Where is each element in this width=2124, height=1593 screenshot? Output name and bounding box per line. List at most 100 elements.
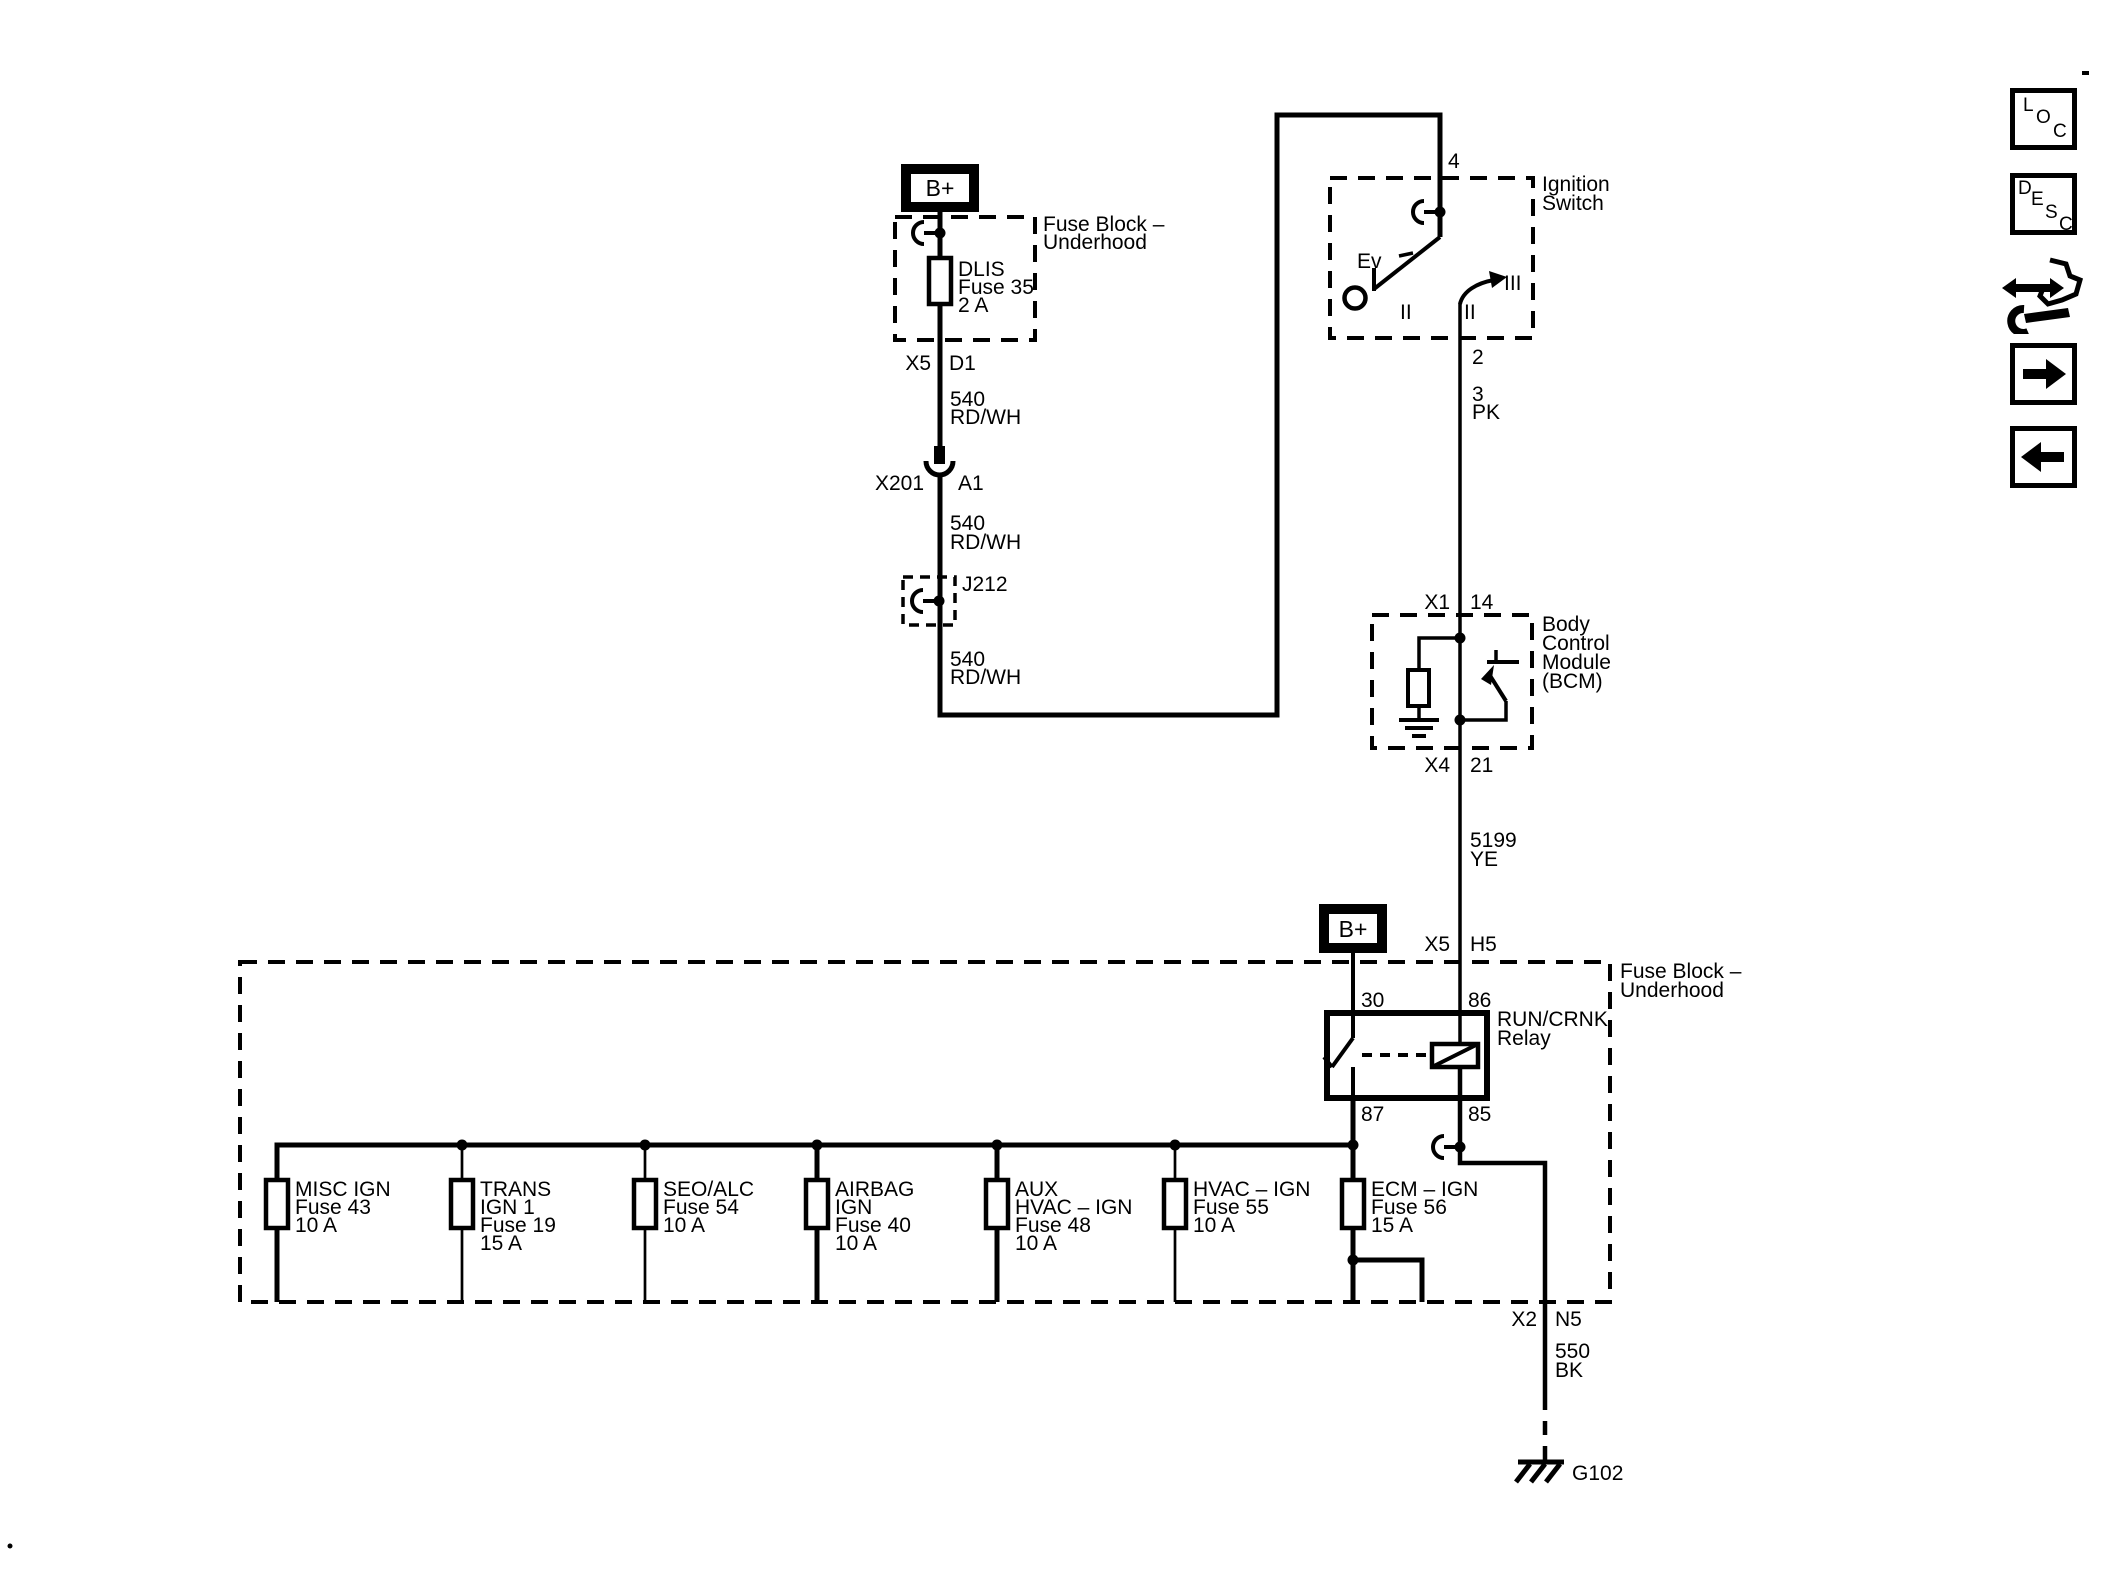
schematic-navigation-button[interactable] [1998, 252, 2090, 337]
relay-title-2: Relay [1497, 1027, 1551, 1050]
fuse-misc-ign: MISC IGN Fuse 43 10 A [263, 1145, 391, 1302]
color: RD/WH [950, 666, 1021, 689]
splice-border [901, 575, 957, 627]
wire-label-540-rdwh-3: 540 RD/WH [950, 648, 1021, 689]
splice-j212: J212 [901, 573, 1008, 627]
fuse-amps: 10 A [1015, 1232, 1057, 1255]
color: RD/WH [950, 406, 1021, 429]
bcm-driver-switch [1460, 650, 1519, 722]
pin-87: 87 [1361, 1103, 1384, 1126]
circuit: 3 [1472, 383, 1484, 406]
fuse-block-title-1: Fuse Block – [1620, 960, 1742, 983]
connector-pin [934, 446, 945, 464]
fuse-ecm-ign: ECM – IGN Fuse 56 15 A [1339, 1145, 1478, 1302]
fuse-block-title-1: Fuse Block – [1043, 213, 1165, 236]
conn-x4: X4 [1424, 754, 1450, 777]
position-e: Ev [1357, 250, 1382, 273]
next-button[interactable] [2010, 343, 2077, 405]
fuse-name-2: IGN 1 [480, 1196, 535, 1219]
fuse-aux-hvac-ign: AUX HVAC – IGN Fuse 48 10 A [983, 1145, 1132, 1302]
bcm-resistor [1406, 668, 1431, 708]
relay-border [1324, 1010, 1490, 1101]
chassis-ground-icon [1514, 1459, 1564, 1484]
color: PK [1472, 401, 1500, 424]
conn-left: X2 [1511, 1308, 1537, 1331]
fuse-id: Fuse 19 [480, 1214, 556, 1237]
loc-letter-1: L [2023, 95, 2034, 116]
fuse-name: MISC IGN [295, 1178, 391, 1201]
double-arrow-wrench-icon [2002, 257, 2084, 337]
wire-label-550-bk: 550 BK [1555, 1340, 1590, 1382]
fuse-id: Fuse 55 [1193, 1196, 1269, 1219]
conn-right: N5 [1555, 1308, 1582, 1331]
fuse-trans-ign1: TRANS IGN 1 Fuse 19 15 A [448, 1145, 556, 1302]
wire-label-540-rdwh-1: 540 RD/WH [950, 388, 1021, 429]
fuse-id: Fuse 56 [1371, 1196, 1447, 1219]
wire-label-540-rdwh-2: 540 RD/WH [950, 512, 1021, 554]
fuse-name: TRANS [480, 1178, 551, 1201]
terminal-4: 4 [1448, 150, 1460, 173]
run-crnk-relay: 30 86 RUN/CRNK Relay 87 85 [1322, 989, 1608, 1126]
print-artifact [7, 1543, 13, 1549]
fuse-amps: 15 A [1371, 1214, 1413, 1237]
travel-arrow [1458, 278, 1495, 305]
switch-pivot [1342, 285, 1368, 311]
relay-contact-blade [1330, 1036, 1355, 1069]
fuse-block-border [893, 215, 1037, 342]
top-fuse-block-underhood: DLIS Fuse 35 2 A Fuse Block – Underhood [893, 213, 1165, 342]
fuse-symbol [631, 1177, 659, 1231]
fuse-amps: 10 A [663, 1214, 705, 1237]
ground-label: G102 [1572, 1462, 1623, 1485]
position-ii-left: II [1400, 301, 1412, 324]
desc-letter-1: D [2018, 178, 2032, 199]
terminal-2: 2 [1472, 346, 1484, 369]
fuse-amps: 15 A [480, 1232, 522, 1255]
fuse-symbol [1161, 1177, 1189, 1231]
wire-label-3-pk: 3 PK [1472, 383, 1500, 424]
fuse-name: HVAC – IGN [1193, 1178, 1310, 1201]
ignition-switch: 4 Ev II II III Ignition Switch 2 [1328, 150, 1610, 369]
pin-30: 30 [1361, 989, 1384, 1012]
fuse-hvac-ign: HVAC – IGN Fuse 55 10 A [1161, 1145, 1310, 1302]
position-iii: III [1504, 272, 1522, 295]
back-button[interactable] [2010, 426, 2077, 488]
circuit: 550 [1555, 1340, 1590, 1363]
fuse-block-border [238, 960, 1612, 1304]
connector-x2-n5: X2 N5 [1511, 1308, 1582, 1331]
ground-symbol-icon [1399, 718, 1439, 738]
color: RD/WH [950, 531, 1021, 554]
loc-button[interactable]: L O C [2010, 88, 2077, 150]
body-control-module: X1 14 Body Control Module (BCM) X4 21 [1370, 591, 1611, 777]
pin-85: 85 [1468, 1103, 1491, 1126]
connector-x5-d1: X5 D1 [905, 352, 976, 375]
wire-label-5199-ye: 5199 YE [1470, 829, 1517, 871]
b-plus-box [1319, 904, 1387, 953]
fuse-name-2: IGN [835, 1196, 872, 1219]
arrow-right-icon [2023, 359, 2066, 389]
circuit: 540 [950, 512, 985, 535]
b-plus-label: B+ [1339, 916, 1368, 942]
inline-connector-x201: X201 A1 [875, 446, 984, 495]
dlis-fuse-id: Fuse 35 [958, 276, 1034, 299]
bcm-title-1: Body [1542, 613, 1590, 636]
conn-left: X201 [875, 472, 924, 495]
conn-right: A1 [958, 472, 984, 495]
conn-right: H5 [1470, 933, 1497, 956]
connector-x5-h5: X5 H5 [1424, 933, 1497, 956]
fuse-name: AUX [1015, 1178, 1058, 1201]
circuit: 5199 [1470, 829, 1517, 852]
desc-button[interactable]: D E S C [2010, 173, 2077, 235]
fuse-symbol [983, 1177, 1011, 1231]
bcm-title-4: (BCM) [1542, 670, 1603, 693]
splice-label: J212 [962, 573, 1008, 596]
dlis-name: DLIS [958, 258, 1005, 281]
position-ii-right: II [1464, 301, 1476, 324]
fuse-symbol [448, 1177, 476, 1231]
fuse-airbag-ign: AIRBAG IGN Fuse 40 10 A [803, 1145, 914, 1302]
relay-coil-ground-wire [1431, 1067, 1548, 1462]
b-plus-label: B+ [926, 175, 955, 201]
fuse-seo-alc: SEO/ALC Fuse 54 10 A [631, 1145, 754, 1302]
loc-letter-3: C [2053, 121, 2067, 142]
